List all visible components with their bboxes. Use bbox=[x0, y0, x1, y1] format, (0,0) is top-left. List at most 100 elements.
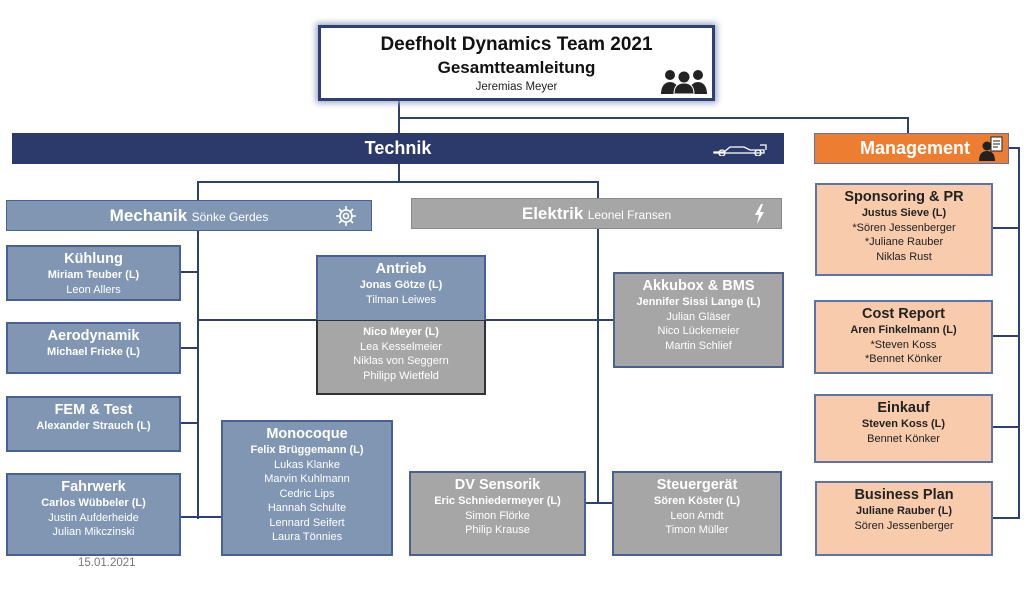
department-elektrik-lead: Leonel Fransen bbox=[587, 208, 672, 222]
team-member: Laura Tönnies bbox=[271, 531, 343, 543]
division-management-label: Management bbox=[860, 138, 971, 158]
team-leader: Eric Schniedermeyer (L) bbox=[434, 495, 561, 507]
team-title: DV Sensorik bbox=[454, 477, 541, 493]
team-leader: Carlos Wübbeler (L) bbox=[41, 497, 146, 509]
connector-line bbox=[398, 117, 909, 119]
team-member: Tilman Leiwes bbox=[366, 293, 436, 306]
gear-icon bbox=[336, 206, 356, 226]
connector-line bbox=[181, 516, 222, 518]
connector-line bbox=[993, 426, 1019, 428]
department-elektrik: Elektrik Leonel Fransen bbox=[411, 198, 782, 229]
team-leader: Justus Sieve (L) bbox=[861, 207, 947, 219]
connector-line bbox=[1018, 147, 1020, 165]
team-member: Leon Arndt bbox=[670, 509, 724, 522]
team-member: Nico Lückemeier bbox=[657, 325, 740, 337]
team-member: Leon Allers bbox=[66, 283, 121, 296]
team-member: *Juliane Rauber bbox=[864, 236, 944, 248]
team-member: Marvin Kuhlmann bbox=[264, 473, 350, 485]
team-member: Julian Mikczinski bbox=[52, 526, 135, 538]
team-title: Fahrwerk bbox=[61, 479, 126, 495]
department-elektrik-label: Elektrik bbox=[521, 203, 584, 223]
team-member: *Steven Koss bbox=[870, 338, 937, 351]
team-member: *Sören Jessenberger bbox=[852, 221, 956, 234]
connector-line bbox=[597, 181, 599, 199]
connector-line bbox=[993, 335, 1019, 337]
team-member: Timon Müller bbox=[665, 524, 729, 536]
team-lead-name: Jeremias Meyer bbox=[475, 81, 558, 93]
team-member: Justin Aufderheide bbox=[48, 511, 139, 524]
team-member: Hannah Schulte bbox=[267, 502, 347, 514]
team-member: *Bennet Könker bbox=[864, 353, 943, 365]
division-technik-label: Technik bbox=[364, 138, 432, 158]
connector-line bbox=[907, 117, 909, 134]
team-leader: Jennifer Sissi Lange (L) bbox=[636, 296, 761, 308]
team-member: Lukas Klanke bbox=[273, 458, 341, 471]
connector-line bbox=[1008, 147, 1019, 149]
team-leader: Aren Finkelmann (L) bbox=[850, 324, 957, 336]
connector-line bbox=[597, 228, 599, 504]
team-member: Niklas Rust bbox=[876, 250, 932, 263]
connector-line bbox=[993, 517, 1019, 519]
team-leader: Sören Köster (L) bbox=[653, 495, 741, 507]
connector-line bbox=[1018, 163, 1020, 519]
team-leader: Jonas Götze (L) bbox=[359, 279, 443, 291]
team-title: Antrieb bbox=[375, 261, 427, 277]
connector-line bbox=[181, 347, 198, 349]
department-mechanik: Mechanik Sönke Gerdes bbox=[6, 200, 372, 231]
team-leader: Alexander Strauch (L) bbox=[36, 420, 151, 432]
team-leader: Felix Brüggemann (L) bbox=[250, 444, 364, 456]
manager-clipboard-icon bbox=[979, 136, 1003, 161]
division-management: Management bbox=[814, 133, 1009, 164]
team-lead-box: Deefholt Dynamics Team 2021 Gesamtteamle… bbox=[318, 25, 715, 101]
team-member: Martin Schlief bbox=[665, 339, 732, 352]
team-title: Steuergerät bbox=[656, 477, 738, 493]
team-member: Philip Krause bbox=[465, 524, 530, 536]
connector-line bbox=[993, 227, 1019, 229]
connector-line bbox=[586, 502, 613, 504]
department-mechanik-lead: Sönke Gerdes bbox=[191, 210, 269, 224]
team-title: Akkubox & BMS bbox=[642, 278, 755, 294]
team-leader: Juliane Rauber (L) bbox=[856, 505, 952, 517]
chart-subtitle: Gesamtteamleitung bbox=[437, 58, 596, 77]
team-title: Business Plan bbox=[854, 487, 954, 503]
team-title: Monocoque bbox=[266, 426, 348, 442]
team-leader: Steven Koss (L) bbox=[861, 418, 946, 430]
team-title: FEM & Test bbox=[54, 402, 133, 418]
date-label: 15.01.2021 bbox=[78, 557, 136, 569]
team-title: Aerodynamik bbox=[47, 328, 140, 344]
connector-line bbox=[197, 230, 199, 519]
team-member: Sören Jessenberger bbox=[854, 519, 954, 532]
team-title: Kühlung bbox=[64, 251, 123, 267]
lightning-icon bbox=[755, 204, 764, 224]
team-member: Niklas von Seggern bbox=[353, 355, 449, 367]
team-member: Bennet Könker bbox=[867, 432, 940, 445]
team-member: Simon Flörke bbox=[465, 509, 530, 522]
team-member: Lea Kesselmeier bbox=[360, 340, 442, 353]
connector-line bbox=[398, 163, 400, 183]
team-title: Einkauf bbox=[877, 400, 930, 416]
team-member: Philipp Wietfeld bbox=[363, 369, 439, 382]
team-member: Lennard Seifert bbox=[269, 516, 345, 529]
team-leader: Michael Fricke (L) bbox=[47, 346, 140, 358]
connector-line bbox=[181, 271, 198, 273]
connector-line bbox=[197, 181, 199, 201]
team-member: Cedric Lips bbox=[279, 487, 335, 500]
connector-line bbox=[197, 181, 599, 183]
division-technik: Technik bbox=[12, 133, 784, 164]
chart-title: Deefholt Dynamics Team 2021 bbox=[380, 34, 653, 55]
connector-line bbox=[181, 422, 198, 424]
